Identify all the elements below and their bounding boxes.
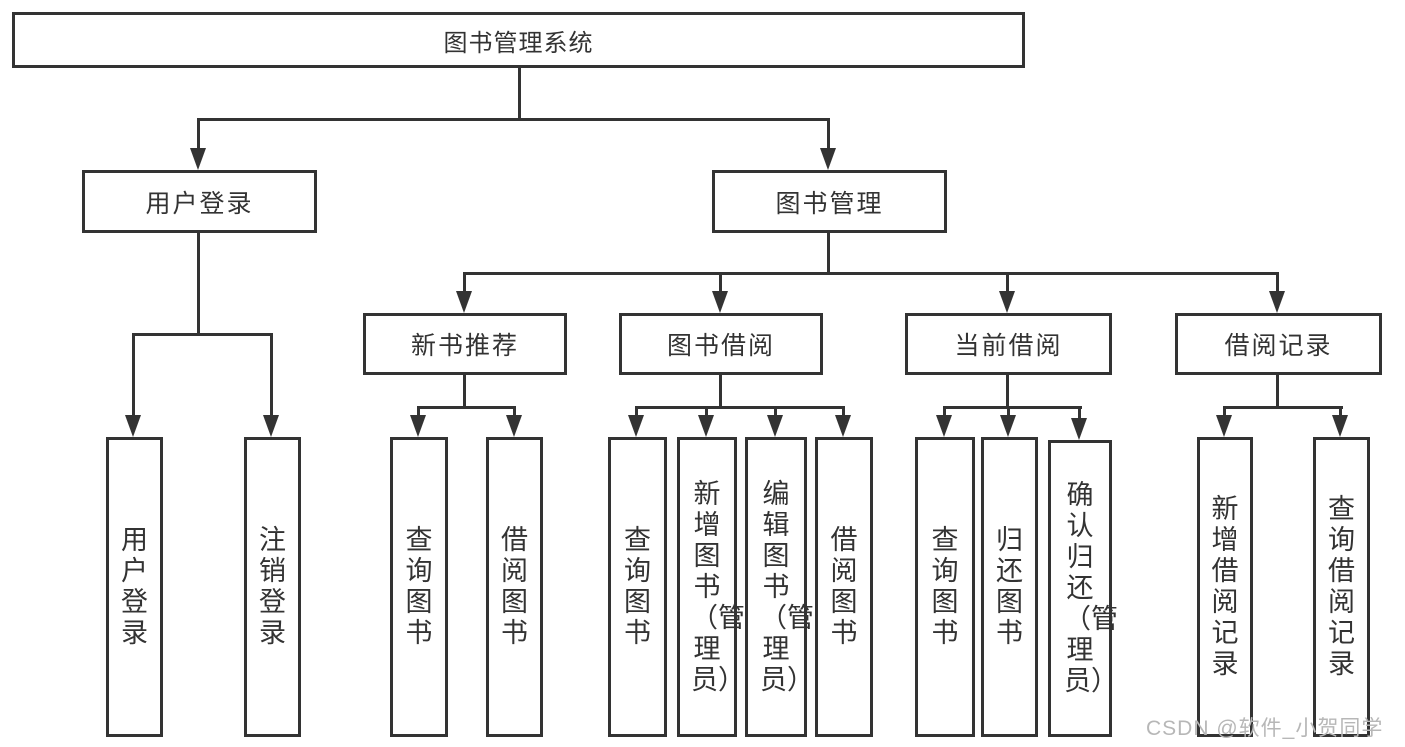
node-book-management-system: 图书管理系统 (12, 12, 1025, 68)
connector-line (1006, 272, 1009, 293)
arrow-down-icon (999, 291, 1015, 313)
arrow-down-icon (506, 415, 522, 437)
connector-line (719, 272, 722, 293)
node-book-borrowing: 图书借阅 (619, 313, 823, 375)
arrow-down-icon (767, 415, 783, 437)
leaf-return-books-label: 归还图书 (996, 525, 1023, 648)
connector-line (774, 406, 777, 417)
connector-line (132, 333, 135, 417)
arrow-down-icon (190, 148, 206, 170)
connector-line (270, 333, 273, 417)
connector-line (518, 68, 521, 120)
connector-line (463, 272, 466, 293)
node-current-borrowing-label: 当前借阅 (954, 332, 1063, 360)
arrow-down-icon (1332, 415, 1348, 437)
leaf-borrow-books-label: 借阅图书 (830, 525, 858, 648)
arrow-down-icon (125, 415, 141, 437)
connector-line (1006, 375, 1009, 409)
arrow-down-icon (835, 415, 851, 437)
node-borrowing-records: 借阅记录 (1175, 313, 1382, 375)
leaf-query-borrow-record-label: 查询借阅记录 (1328, 494, 1355, 679)
node-user-login-label: 用户登录 (145, 189, 254, 218)
connector-line (842, 406, 845, 417)
connector-line (513, 406, 516, 417)
connector-line (1276, 272, 1279, 293)
leaf-query-books-recommend: 查询图书 (390, 437, 448, 737)
connector-line (1007, 406, 1010, 417)
connector-line (417, 406, 420, 417)
leaf-borrow-books: 借阅图书 (815, 437, 873, 737)
arrow-down-icon (410, 415, 426, 437)
arrow-down-icon (712, 291, 728, 313)
connector-line (1223, 406, 1343, 409)
leaf-query-borrow-record: 查询借阅记录 (1313, 437, 1370, 737)
arrow-down-icon (628, 415, 644, 437)
node-book-management: 图书管理 (712, 170, 947, 233)
leaf-logout: 注销登录 (244, 437, 301, 737)
connector-line (1078, 406, 1081, 418)
arrow-down-icon (263, 415, 279, 437)
leaf-borrow-books-recommend-label: 借阅图书 (501, 525, 528, 648)
node-current-borrowing: 当前借阅 (905, 313, 1112, 375)
arrow-down-icon (1216, 415, 1232, 437)
node-book-borrowing-label: 图书借阅 (666, 332, 775, 360)
leaf-edit-books-admin-label: 编辑图书（管理员） (760, 478, 814, 695)
leaf-edit-books-admin: 编辑图书（管理员） (745, 437, 814, 737)
connector-line (1276, 375, 1279, 409)
leaf-logout-label: 注销登录 (259, 525, 286, 648)
leaf-add-borrow-record-label: 新增借阅记录 (1211, 494, 1239, 679)
arrow-down-icon (456, 291, 472, 313)
leaf-add-books-admin: 新增图书（管理员） (677, 437, 745, 737)
arrow-down-icon (1000, 415, 1016, 437)
connector-line (1339, 406, 1342, 417)
node-borrowing-records-label: 借阅记录 (1224, 332, 1333, 360)
leaf-borrow-books-recommend: 借阅图书 (486, 437, 543, 737)
csdn-watermark: CSDN @软件_小贺同学 (1146, 717, 1384, 740)
connector-line (417, 406, 516, 409)
node-book-management-system-label: 图书管理系统 (443, 29, 594, 57)
connector-line (943, 406, 946, 417)
connector-line (635, 406, 845, 409)
leaf-query-books-current-label: 查询图书 (931, 525, 959, 648)
connector-line (827, 233, 830, 275)
connector-line (197, 233, 200, 335)
node-book-management-label: 图书管理 (775, 189, 884, 218)
leaf-add-borrow-record: 新增借阅记录 (1197, 437, 1253, 737)
arrow-down-icon (936, 415, 952, 437)
arrow-down-icon (820, 148, 836, 170)
connector-line (132, 333, 273, 336)
arrow-down-icon (1071, 418, 1087, 440)
node-new-book-recommend-label: 新书推荐 (410, 332, 519, 360)
connector-line (463, 375, 466, 409)
connector-line (197, 118, 830, 121)
leaf-user-login-label: 用户登录 (121, 525, 148, 648)
connector-line (719, 375, 722, 409)
leaf-query-books-current: 查询图书 (915, 437, 975, 737)
leaf-confirm-return-admin-label: 确认归还（管理员） (1064, 480, 1118, 696)
leaf-confirm-return-admin: 确认归还（管理员） (1048, 440, 1118, 737)
connector-line (635, 406, 638, 417)
leaf-add-books-admin-label: 新增图书（管理员） (691, 478, 745, 695)
leaf-query-books-recommend-label: 查询图书 (405, 525, 433, 648)
connector-line (943, 406, 1082, 409)
node-user-login: 用户登录 (82, 170, 317, 233)
leaf-user-login: 用户登录 (106, 437, 163, 737)
leaf-query-books-borrowing: 查询图书 (608, 437, 667, 737)
connector-line (827, 118, 830, 150)
connector-line (705, 406, 708, 417)
arrow-down-icon (1269, 291, 1285, 313)
connector-line (463, 272, 1279, 275)
connector-line (1223, 406, 1226, 417)
leaf-return-books: 归还图书 (981, 437, 1038, 737)
arrow-down-icon (698, 415, 714, 437)
connector-line (197, 118, 200, 150)
leaf-query-books-borrowing-label: 查询图书 (624, 525, 651, 648)
node-new-book-recommend: 新书推荐 (363, 313, 567, 375)
